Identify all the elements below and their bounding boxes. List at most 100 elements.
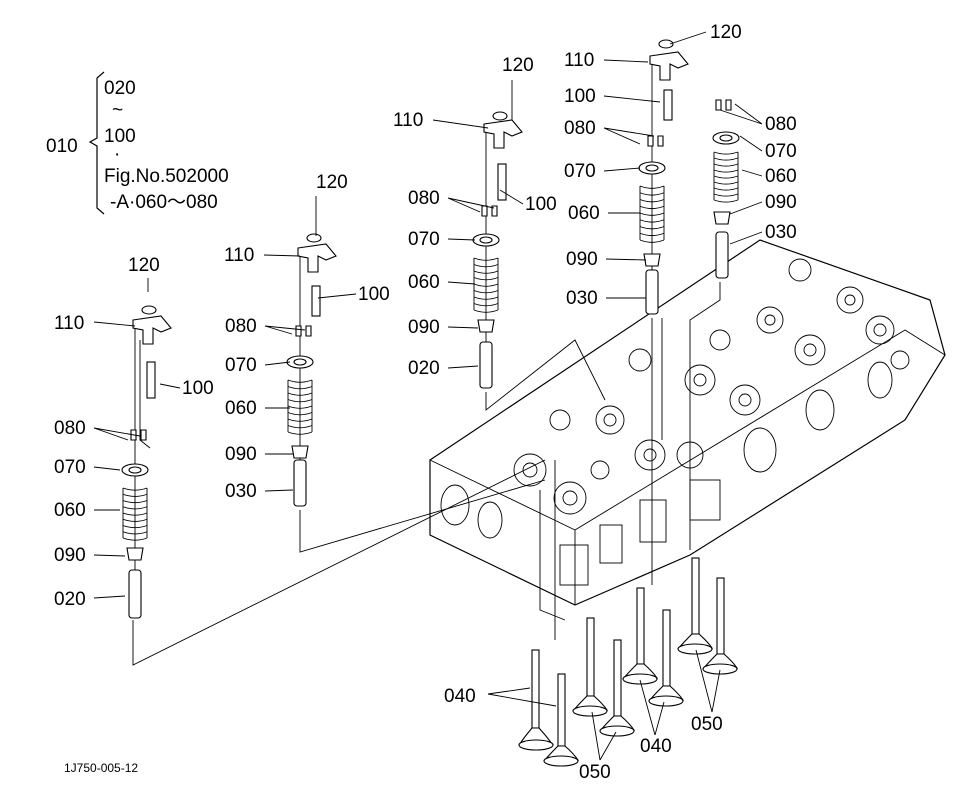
valve-040-mid-b — [622, 587, 659, 685]
valve-050-mid-b — [648, 609, 685, 707]
label-060-a5: 060 — [765, 166, 797, 187]
label-030-a2: 030 — [225, 481, 257, 502]
label-060-a1: 060 — [54, 500, 86, 521]
assembly-1-spring-side — [122, 488, 148, 538]
label-070-a2: 070 — [225, 355, 257, 376]
assembly-1-spring — [122, 487, 148, 541]
reference-lines — [132, 282, 721, 666]
assembly-3-guide — [479, 341, 493, 389]
label-070-a1: 070 — [54, 457, 86, 478]
assembly-5-spring-side — [713, 152, 739, 200]
label-070-a3: 070 — [408, 229, 440, 250]
label-080-a1: 080 — [54, 418, 86, 439]
part-labels: 120 110 100 080 070 060 090 020 120 110 … — [54, 22, 797, 610]
assembly-3-retainer-hole — [479, 236, 493, 244]
figure-code: 1J750-005-12 — [64, 761, 138, 775]
assembly-1-keepers — [130, 429, 147, 441]
assembly-2-retainer-hole — [293, 358, 307, 366]
label-090-a3: 090 — [408, 317, 440, 338]
label-080-a5: 080 — [765, 114, 797, 135]
label-070-a4: 070 — [564, 161, 596, 182]
assembly-4-pin — [663, 89, 673, 121]
label-120-a3: 120 — [502, 55, 534, 76]
assembly-2-guide — [293, 459, 307, 507]
cylinder-head — [429, 239, 946, 606]
label-090-a2: 090 — [225, 444, 257, 465]
label-070-a5: 070 — [765, 141, 797, 162]
assembly-2-spring-side — [287, 380, 313, 432]
assembly-2-rocker — [297, 243, 337, 273]
assembly-1-guide — [128, 569, 142, 619]
label-060-a2: 060 — [225, 398, 257, 419]
label-030-a5: 030 — [765, 222, 797, 243]
label-110-a4: 110 — [564, 50, 594, 71]
label-080-a2: 080 — [225, 316, 257, 337]
valve-040-right — [677, 557, 714, 655]
valve-050-right — [702, 577, 739, 675]
valve-040-mid-a — [572, 617, 609, 717]
label-040-left: 040 — [444, 686, 476, 707]
valve-assemblies — [121, 39, 740, 619]
label-110-a3: 110 — [393, 110, 423, 131]
assembly-1-pin — [146, 361, 156, 399]
assembly-4-seal — [643, 253, 661, 267]
assembly-1-rocker — [132, 315, 172, 345]
label-080-a4: 080 — [564, 118, 596, 139]
leader-lines — [93, 31, 763, 599]
valve-050-left-a — [543, 673, 580, 767]
assembly-4-spring — [639, 185, 665, 243]
label-100-a3: 100 — [525, 194, 557, 215]
legend-block: 020 ~ 100 · Fig.No.502000 -A·060～080 010 — [46, 71, 229, 215]
legend-tilde: ~ — [112, 100, 123, 121]
assembly-4-keepers — [647, 135, 664, 147]
assembly-5-guide — [715, 231, 729, 279]
assembly-4-retainer-hole — [645, 164, 659, 172]
label-120-a4: 120 — [710, 22, 742, 43]
assembly-2-seal — [291, 445, 309, 459]
legend-fig-no: Fig.No.502000 — [104, 166, 229, 187]
label-090-a5: 090 — [765, 192, 797, 213]
label-050-left: 050 — [579, 762, 611, 783]
top-bosses — [513, 258, 910, 515]
legend-line-020: 020 — [104, 78, 136, 99]
label-120-a1: 120 — [128, 255, 160, 276]
legend-line-100: 100 — [104, 126, 136, 147]
label-110-a1: 110 — [54, 313, 84, 334]
assembly-4-guide — [645, 269, 659, 315]
label-060-a4: 060 — [568, 203, 600, 224]
assembly-2-keepers — [295, 325, 312, 337]
valve-050-mid-a — [599, 639, 636, 737]
label-080-a3: 080 — [408, 188, 440, 209]
assembly-3-seal — [477, 319, 495, 333]
head-outline — [429, 239, 946, 606]
label-120-a2: 120 — [316, 172, 348, 193]
legend-fig-sub: -A·060～080 — [110, 192, 218, 213]
assembly-3-spring — [473, 257, 499, 313]
assembly-1-retainer-hole — [128, 466, 142, 474]
assembly-1-cap — [141, 305, 157, 315]
assembly-2-pin — [311, 285, 321, 317]
label-020-a3: 020 — [408, 358, 440, 379]
head-top-edge — [574, 329, 946, 531]
label-050-right: 050 — [691, 714, 723, 735]
label-100-a1: 100 — [182, 378, 214, 399]
label-090-a1: 090 — [54, 545, 86, 566]
assembly-2-spring — [287, 379, 313, 435]
label-100-a2: 100 — [358, 284, 390, 305]
side-ports — [440, 361, 893, 586]
assembly-3-pin — [497, 163, 507, 201]
legend-dot: · — [114, 144, 120, 165]
label-060-a3: 060 — [408, 272, 440, 293]
head-front-edge — [429, 459, 576, 605]
assembly-5-spring — [713, 151, 739, 203]
valve-040-left-a — [518, 649, 554, 751]
assembly-3-rocker — [483, 119, 523, 149]
assembly-4-rocker — [649, 51, 689, 81]
assembly-5-retainer-hole — [719, 134, 733, 142]
assembly-4-cap — [658, 39, 674, 49]
assembly-2-cap — [306, 233, 322, 243]
label-020-a1: 020 — [54, 589, 86, 610]
label-040-mid: 040 — [640, 736, 672, 757]
